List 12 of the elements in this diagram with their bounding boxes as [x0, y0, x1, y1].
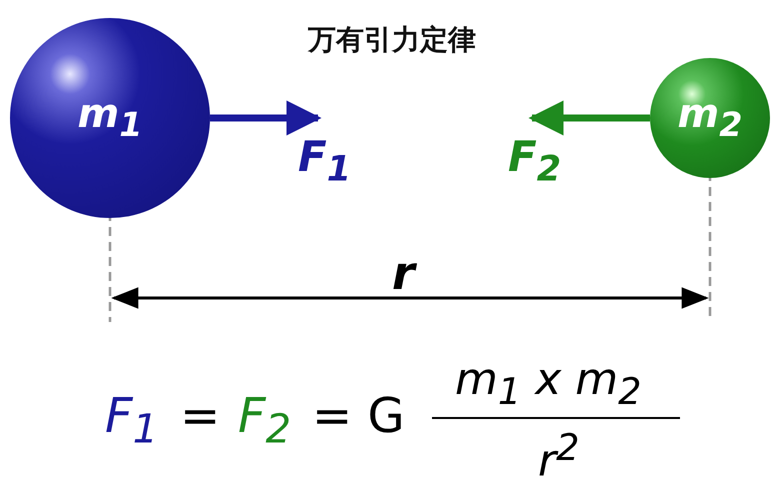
- formula-term: F$_{1}$: [105, 392, 158, 450]
- formula-operator: =: [180, 392, 220, 440]
- distance-label: r: [392, 250, 415, 296]
- force-label: F$_{2}$: [508, 136, 562, 188]
- formula-term: F$_{2}$: [238, 392, 292, 450]
- formula-term: = G: [312, 392, 405, 440]
- formula-numerator: m$_{1}$ x m$_{2}$: [455, 358, 642, 410]
- title: 万有引力定律: [306, 26, 477, 54]
- mass-label: m$_{2}$: [678, 94, 742, 142]
- mass-label: m$_{1}$: [78, 94, 142, 142]
- force-label: F$_{1}$: [298, 136, 352, 188]
- formula-denominator: r$^{2}$: [538, 430, 580, 484]
